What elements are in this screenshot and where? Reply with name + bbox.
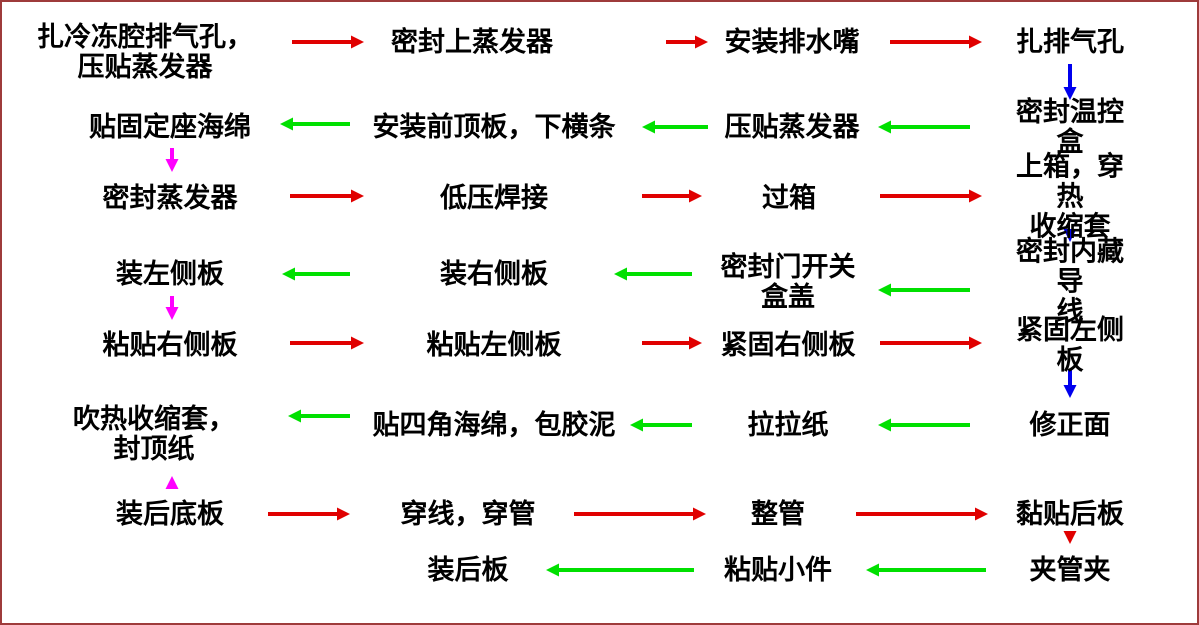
arrow-right-icon xyxy=(290,189,364,203)
arrow-left-icon xyxy=(866,563,986,577)
process-node[interactable]: 装左侧板 xyxy=(116,258,224,289)
process-node[interactable]: 密封温控盒 xyxy=(1016,96,1124,157)
process-node[interactable]: 粘贴右侧板 xyxy=(102,329,238,360)
process-node[interactable]: 密封内藏导 线 xyxy=(1016,236,1124,328)
arrow-down-icon xyxy=(165,148,179,172)
arrow-right-icon xyxy=(574,507,706,521)
arrow-left-icon xyxy=(878,120,970,134)
arrow-left-icon xyxy=(546,563,694,577)
process-node[interactable]: 贴四角海绵，包胶泥 xyxy=(372,409,616,440)
arrow-left-icon xyxy=(878,283,970,297)
process-node[interactable]: 安装排水嘴 xyxy=(724,26,860,57)
process-node[interactable]: 黏贴后板 xyxy=(1016,498,1124,529)
process-node[interactable]: 穿线，穿管 xyxy=(400,498,536,529)
arrow-right-icon xyxy=(856,507,988,521)
arrow-left-icon xyxy=(288,409,350,423)
arrow-right-icon xyxy=(880,189,982,203)
arrow-left-icon xyxy=(642,120,708,134)
process-node[interactable]: 粘贴小件 xyxy=(724,554,832,585)
process-node[interactable]: 低压焊接 xyxy=(440,182,548,213)
arrow-right-icon xyxy=(890,35,982,49)
process-node[interactable]: 上箱，穿热 收缩套 xyxy=(1016,151,1124,243)
arrow-down-icon xyxy=(165,296,179,320)
arrow-right-icon xyxy=(666,35,708,49)
process-node[interactable]: 拉拉纸 xyxy=(747,409,829,440)
process-node[interactable]: 过箱 xyxy=(762,182,816,213)
arrow-left-icon xyxy=(280,117,350,131)
process-node[interactable]: 压贴蒸发器 xyxy=(724,111,860,142)
process-node[interactable]: 整管 xyxy=(751,498,805,529)
arrow-right-icon xyxy=(268,507,350,521)
process-node[interactable]: 密封门开关 盒盖 xyxy=(720,251,856,312)
process-node[interactable]: 吹热收缩套， 封顶纸 xyxy=(73,403,235,464)
arrow-left-icon xyxy=(614,267,692,281)
arrow-left-icon xyxy=(630,418,692,432)
arrow-down-icon xyxy=(1063,370,1077,398)
process-node[interactable]: 扎冷冻腔排气孔， 压贴蒸发器 xyxy=(37,21,253,82)
process-node[interactable]: 粘贴左侧板 xyxy=(426,329,562,360)
process-node[interactable]: 紧固右侧板 xyxy=(720,329,856,360)
process-node[interactable]: 扎排气孔 xyxy=(1016,26,1124,57)
arrow-right-icon xyxy=(880,336,982,350)
arrow-up-icon xyxy=(165,476,179,489)
arrow-right-icon xyxy=(292,35,364,49)
arrow-left-icon xyxy=(878,418,970,432)
process-node[interactable]: 修正面 xyxy=(1029,409,1111,440)
arrow-right-icon xyxy=(642,336,702,350)
process-node[interactable]: 紧固左侧板 xyxy=(1016,314,1124,375)
process-node[interactable]: 密封上蒸发器 xyxy=(391,26,553,57)
arrow-right-icon xyxy=(290,336,364,350)
process-node[interactable]: 装后板 xyxy=(427,554,509,585)
arrow-down-icon xyxy=(1063,64,1077,100)
process-node[interactable]: 密封蒸发器 xyxy=(102,182,238,213)
process-node[interactable]: 装后底板 xyxy=(116,498,224,529)
process-node[interactable]: 安装前顶板，下横条 xyxy=(372,111,616,142)
arrow-left-icon xyxy=(282,267,350,281)
process-node[interactable]: 装右侧板 xyxy=(440,258,548,289)
process-node[interactable]: 贴固定座海绵 xyxy=(89,111,251,142)
arrow-right-icon xyxy=(642,189,702,203)
arrow-down-icon xyxy=(1063,229,1077,242)
arrow-down-icon xyxy=(1063,531,1077,544)
process-node[interactable]: 夹管夹 xyxy=(1029,554,1111,585)
